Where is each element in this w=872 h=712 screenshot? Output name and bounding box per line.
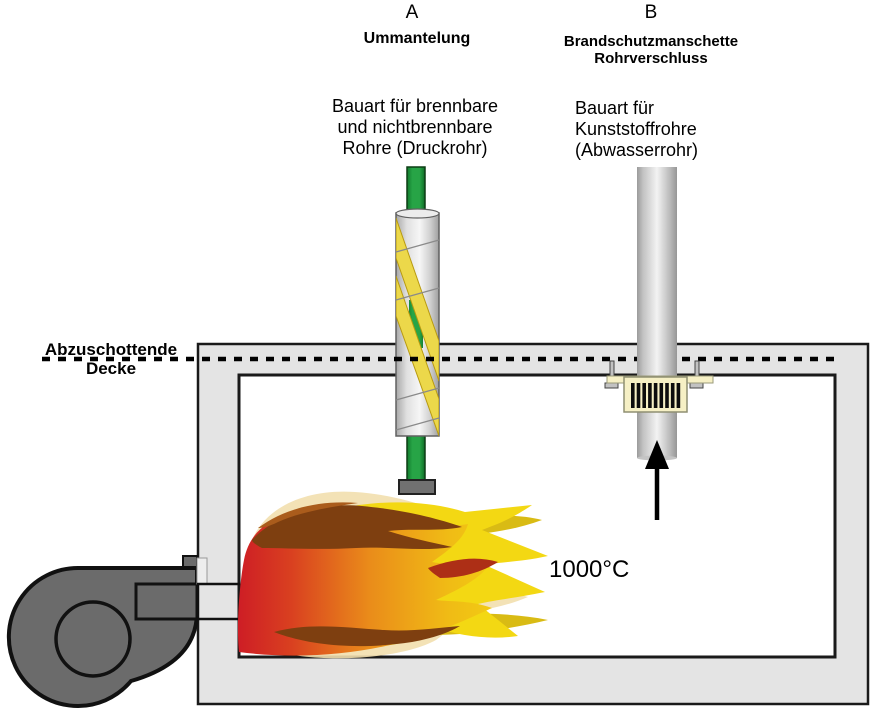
pipe-b-plastic-pipe xyxy=(637,167,677,458)
furnace-temperature: 1000°C xyxy=(549,556,630,583)
wrap-top-cap xyxy=(395,208,440,219)
flame-red-accent xyxy=(428,558,498,578)
column-a-letter: A xyxy=(405,2,419,23)
wrap-yellow-band-2 xyxy=(396,275,439,436)
wrap-seam-lines xyxy=(395,239,440,431)
burner-duct xyxy=(134,582,199,621)
column-a-desc-line3: Rohre (Druckrohr) xyxy=(342,138,488,158)
column-b-letter: B xyxy=(644,2,658,23)
flame-brown-highlight xyxy=(258,502,358,528)
column-b-desc-line1: Bauart für xyxy=(575,98,655,118)
pipe-b-assembly xyxy=(604,167,714,461)
column-a-desc-line2: und nichtbrennbare xyxy=(337,117,493,137)
wrap-yellow-bands xyxy=(396,217,439,436)
wall-duct-inlet xyxy=(196,557,208,585)
column-b-title-line1: Brandschutzmanschette xyxy=(563,33,739,50)
column-b-title: Brandschutzmanschette Rohrverschluss xyxy=(535,33,767,67)
column-b-desc-line3: (Abwasserrohr) xyxy=(575,140,699,160)
burner-blower-icon xyxy=(6,555,199,708)
upward-arrow-icon xyxy=(645,440,669,520)
flame-brown-streak-top xyxy=(252,505,462,550)
column-b-title-line2: Rohrverschluss xyxy=(594,50,708,67)
blower-hub xyxy=(54,600,132,678)
fire-collar-grille xyxy=(631,383,681,408)
flame-brown-streak-bottom xyxy=(274,626,460,647)
flame-icon xyxy=(237,491,548,659)
column-a-title: Ummantelung xyxy=(363,30,471,47)
column-a-desc-line1: Bauart für brennbare xyxy=(331,96,499,116)
wrap-yellow-band-1 xyxy=(396,217,439,382)
pipe-a-end-cap xyxy=(398,479,436,495)
ceiling-label-line1: Abzuschottende xyxy=(44,340,178,359)
column-a-description: Bauart für brennbare und nichtbrennbare … xyxy=(318,96,512,159)
column-b-desc-line2: Kunststoffrohre xyxy=(575,119,697,139)
ceiling-label-line2: Decke xyxy=(85,359,137,378)
column-b-description: Bauart für Kunststoffrohre (Abwasserrohr… xyxy=(575,98,698,161)
pipe-a-assembly xyxy=(395,166,440,483)
ceiling-label: Abzuschottende Decke xyxy=(22,340,200,378)
